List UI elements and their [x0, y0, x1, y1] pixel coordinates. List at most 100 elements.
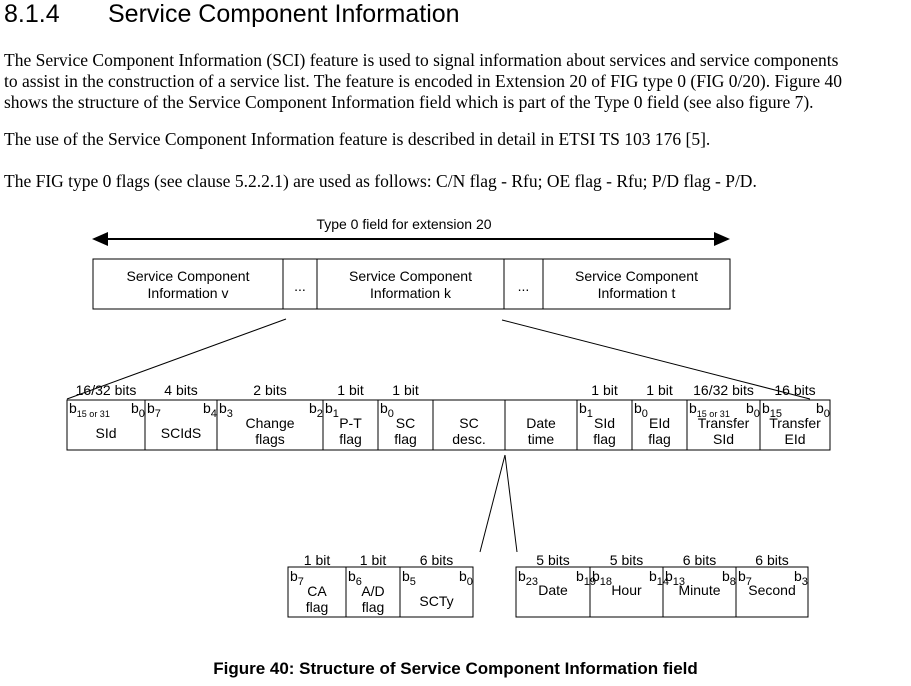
sci-box-label: Service Component	[349, 268, 472, 284]
field-name: SCIdS	[161, 425, 201, 441]
ellipsis-label: ...	[518, 278, 530, 294]
field-size-label: 1 bit	[646, 382, 673, 398]
field-size-label: 5 bits	[610, 552, 643, 568]
field-name: A/D	[361, 583, 384, 599]
bit-label: b0	[634, 400, 648, 420]
sci-box-label: Service Component	[127, 268, 250, 284]
expansion-line-right	[501, 319, 811, 400]
field-name: flag	[339, 431, 362, 447]
field-name: SId	[594, 415, 615, 431]
field-name: Date	[538, 582, 568, 598]
datetime-expansion-line	[504, 454, 518, 553]
bit-label: b0	[131, 400, 145, 420]
bit-label: b0	[816, 400, 830, 420]
section-number: 8.1.4	[4, 0, 60, 28]
field-size-label: 1 bit	[360, 552, 387, 568]
field-size-label: 1 bit	[591, 382, 618, 398]
sc-desc-field-row	[287, 566, 474, 618]
bit-label: b3	[219, 400, 233, 420]
paragraph-line: to assist in the construction of a servi…	[4, 71, 843, 91]
field-name: SC	[396, 415, 415, 431]
bit-label: b7	[290, 568, 304, 588]
field-size-label: 6 bits	[683, 552, 716, 568]
field-size-label: 6 bits	[420, 552, 453, 568]
arrow-head-right	[714, 232, 730, 246]
bit-label: b13	[665, 568, 685, 588]
paragraph-usage: The use of the Service Component Informa…	[4, 129, 909, 150]
field-name: time	[528, 431, 555, 447]
bit-label: b19	[576, 568, 596, 588]
sci-box-label: Service Component	[575, 268, 698, 284]
bit-label: b15 or 31	[689, 400, 730, 419]
field-name: flag	[593, 431, 616, 447]
bit-label: b7	[147, 400, 161, 420]
field-name: Second	[748, 582, 795, 598]
paragraph-line: shows the structure of the Service Compo…	[4, 92, 814, 112]
type0-field-box	[92, 258, 731, 310]
section-heading: 8.1.4 Service Component Information	[4, 0, 460, 29]
sci-field-row	[66, 399, 831, 451]
sci-box-label: Information k	[370, 285, 452, 301]
expansion-line-left	[66, 318, 287, 400]
field-name: CA	[307, 583, 327, 599]
field-name: Date	[526, 415, 556, 431]
arrow-head-left	[92, 232, 108, 246]
field-name: Transfer	[769, 415, 821, 431]
bit-label: b15	[762, 400, 782, 420]
field-size-label: 1 bit	[304, 552, 331, 568]
field-name: Minute	[678, 582, 720, 598]
bit-label: b0	[746, 400, 760, 420]
field-name: SC	[459, 415, 478, 431]
paragraph-line: The Service Component Information (SCI) …	[4, 50, 839, 70]
bit-label: b4	[203, 400, 217, 420]
ellipsis-label: ...	[294, 278, 306, 294]
field-size-label: 5 bits	[536, 552, 569, 568]
paragraph-line: The FIG type 0 flags (see clause 5.2.2.1…	[4, 171, 757, 191]
paragraph-sci-intro: The Service Component Information (SCI) …	[4, 50, 909, 113]
field-name: desc.	[452, 431, 485, 447]
bit-label: b15 or 31	[69, 400, 110, 419]
field-size-label: 4 bits	[164, 382, 197, 398]
field-size-label: 16/32 bits	[693, 382, 754, 398]
field-size-label: 1 bit	[337, 382, 364, 398]
datetime-field-row	[515, 566, 809, 618]
bit-label: b8	[722, 568, 736, 588]
bit-label: b7	[738, 568, 752, 588]
bit-label: b0	[459, 568, 473, 588]
bit-label: b0	[380, 400, 394, 420]
field-name: Transfer	[698, 415, 750, 431]
bit-label: b5	[402, 568, 416, 588]
field-name: SCTy	[419, 593, 453, 609]
section-title: Service Component Information	[108, 0, 460, 28]
field-size-label: 16 bits	[774, 382, 815, 398]
sc-desc-expansion-line	[479, 454, 506, 553]
field-name: Hour	[611, 582, 642, 598]
bit-label: b14	[649, 568, 669, 588]
type0-field-label: Type 0 field for extension 20	[316, 216, 491, 232]
field-name: P-T	[339, 415, 362, 431]
bit-label: b1	[579, 400, 593, 420]
bit-label: b23	[518, 568, 538, 588]
field-size-label: 2 bits	[253, 382, 286, 398]
field-name: flag	[362, 599, 385, 615]
field-name: flag	[648, 431, 671, 447]
figure-caption: Figure 40: Structure of Service Componen…	[213, 659, 698, 678]
bit-label: b6	[348, 568, 362, 588]
sci-box-label: Information v	[148, 285, 229, 301]
sci-box-label: Information t	[598, 285, 676, 301]
field-name: flag	[306, 599, 329, 615]
bit-label: b3	[794, 568, 808, 588]
field-name: flags	[255, 431, 285, 447]
field-size-label: 6 bits	[755, 552, 788, 568]
paragraph-line: The use of the Service Component Informa…	[4, 129, 711, 149]
field-name: SId	[713, 431, 734, 447]
field-name: flag	[394, 431, 417, 447]
bit-label: b1	[325, 400, 339, 420]
field-name: EId	[784, 431, 805, 447]
paragraph-flags: The FIG type 0 flags (see clause 5.2.2.1…	[4, 171, 909, 192]
field-size-label: 1 bit	[392, 382, 419, 398]
bit-label: b18	[592, 568, 612, 588]
field-name: EId	[649, 415, 670, 431]
field-size-label: 16/32 bits	[76, 382, 137, 398]
